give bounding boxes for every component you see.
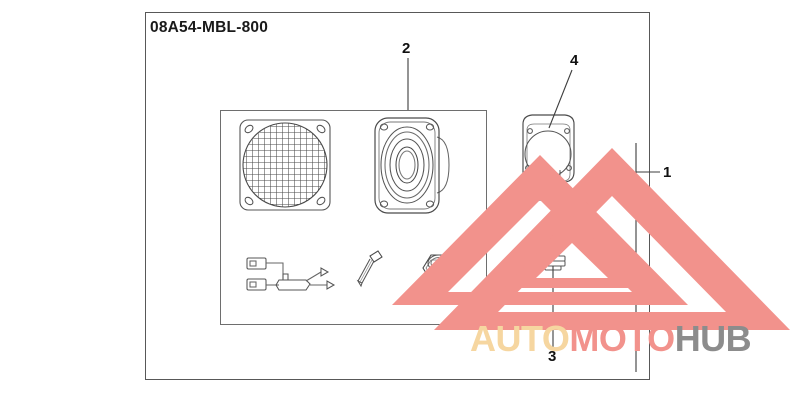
speaker-driver-art: [374, 117, 450, 214]
leader-lines: [407, 58, 660, 372]
callout-number-1: 1: [663, 164, 672, 181]
screw-art: [356, 250, 383, 288]
part-number-label: 08A54-MBL-800: [150, 19, 269, 36]
wiring-harness-art: [246, 257, 336, 291]
mounting-bracket-art: [522, 114, 575, 201]
hex-nut-art: [422, 254, 456, 282]
callout-number-3: 3: [548, 348, 557, 365]
callout-number-2: 2: [402, 40, 411, 57]
speaker-grille-art: [239, 119, 331, 211]
callout-number-4: 4: [570, 52, 579, 69]
